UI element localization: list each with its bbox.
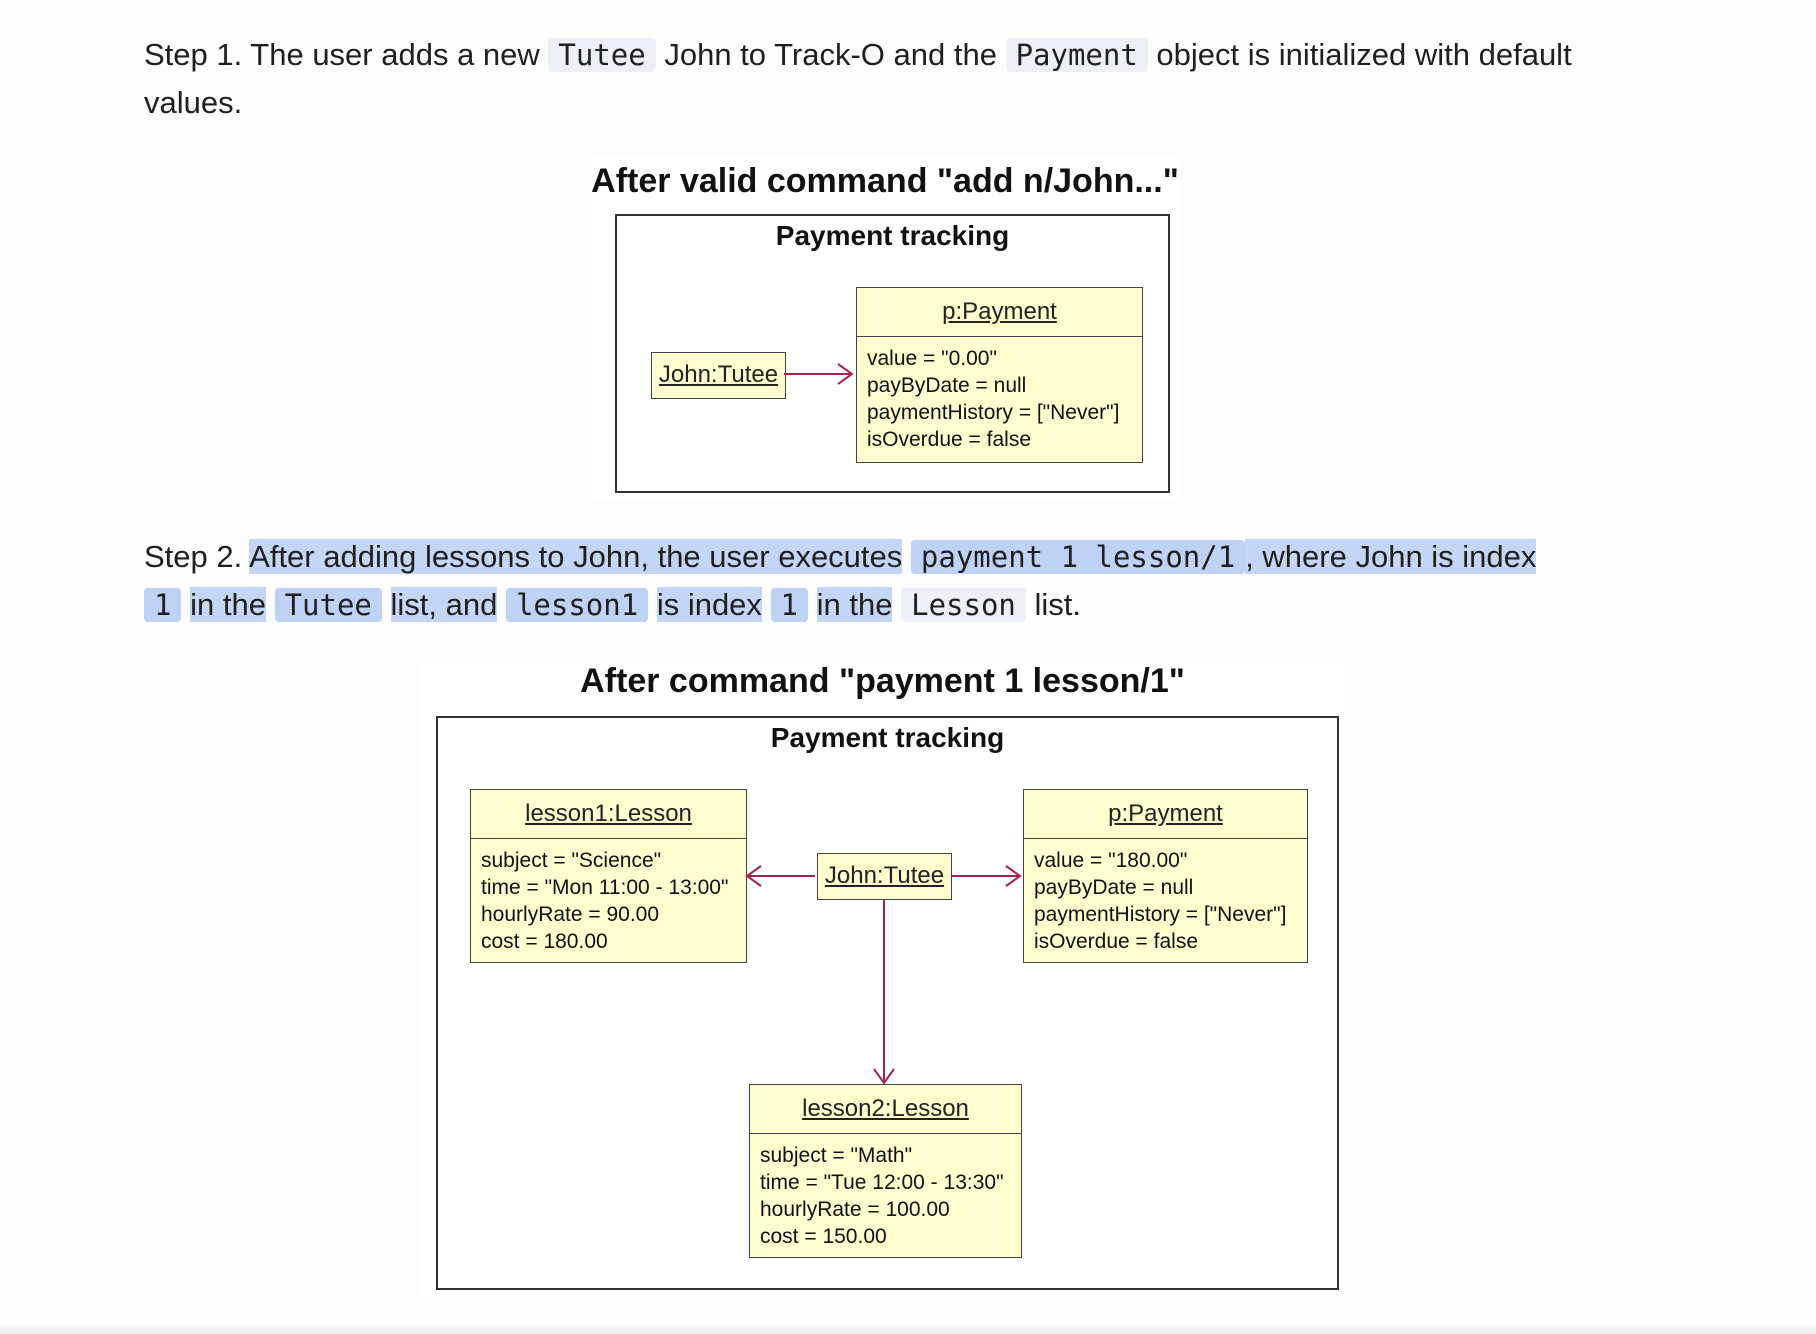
diagram-arrows-2 [745, 865, 1022, 1085]
attr-paybydate: payByDate = null [867, 374, 1027, 397]
step2-text-4: list, and [390, 587, 498, 622]
tutee-to-lesson2-arrow [873, 900, 895, 1085]
frame-title: Payment tracking [775, 220, 1010, 251]
step1-suffix: object is initialized with default value… [144, 37, 1572, 120]
attr-isoverdue: isOverdue = false [1034, 930, 1199, 953]
tutee-to-lesson1-arrow [745, 865, 815, 887]
diagram-title: After valid command "add n/John..." [591, 162, 1179, 200]
step1-prefix: Step 1. The user adds a new [144, 37, 540, 72]
lesson2-object-name: lesson2:Lesson [750, 1085, 1021, 1134]
diagram-payment-command: After command "payment 1 lesson/1" Payme… [420, 658, 1345, 1298]
code-index-1b: 1 [770, 588, 809, 622]
page-bottom-edge [0, 1324, 1816, 1334]
frame-title-2: Payment tracking [770, 722, 1005, 753]
attr-hourlyrate: hourlyRate = 100.00 [760, 1198, 950, 1221]
john-tutee-object: John:Tutee [651, 352, 786, 399]
payment-tracking-frame: Payment tracking John:Tutee p:Payment va… [615, 214, 1170, 493]
lesson2-attributes: subject = "Math" time = "Tue 12:00 - 13:3… [750, 1134, 1021, 1258]
lesson1-object: lesson1:Lesson subject = "Science" time =… [470, 789, 747, 963]
step2-text-1: After adding lessons to John, the user e… [249, 539, 903, 574]
tutee-to-payment-arrow [784, 363, 854, 385]
attr-cost: cost = 180.00 [481, 930, 608, 953]
step2-text-7: list. [1034, 587, 1082, 622]
payment-object-2: p:Payment value = "180.00" payByDate = nu… [1023, 789, 1308, 963]
diagram-title-2: After command "payment 1 lesson/1" [580, 662, 1185, 700]
attr-cost: cost = 150.00 [760, 1225, 887, 1248]
attr-paymenthistory: paymentHistory = ["Never"] [1034, 903, 1287, 926]
step2-text-2: , where John is index [1245, 539, 1537, 574]
payment-object-name: p:Payment [857, 288, 1142, 337]
diagram-arrows [784, 363, 854, 385]
attr-time: time = "Tue 12:00 - 13:30" [760, 1171, 1004, 1194]
step2-prefix: Step 2. [144, 539, 243, 574]
attr-subject: subject = "Math" [760, 1144, 913, 1167]
lesson1-object-name: lesson1:Lesson [471, 790, 746, 839]
attr-value: value = "0.00" [867, 347, 997, 370]
attr-subject: subject = "Science" [481, 849, 662, 872]
payment-attributes: value = "0.00" payByDate = null paymentHis… [857, 337, 1142, 461]
payment-object-name-2: p:Payment [1024, 790, 1307, 839]
attr-paybydate: payByDate = null [1034, 876, 1194, 899]
code-payment-command: payment 1 lesson/1 [910, 540, 1246, 574]
code-lesson: Lesson [901, 588, 1026, 622]
attr-value: value = "180.00" [1034, 849, 1188, 872]
code-tutee-2: Tutee [274, 588, 382, 622]
lesson1-attributes: subject = "Science" time = "Mon 11:00 - 1… [471, 839, 746, 963]
attr-isoverdue: isOverdue = false [867, 428, 1032, 451]
diagram-add-command: After valid command "add n/John..." Paym… [590, 156, 1180, 501]
tutee-to-payment-arrow [952, 865, 1022, 887]
code-index-1a: 1 [144, 588, 182, 622]
attr-time: time = "Mon 11:00 - 13:00" [481, 876, 729, 899]
step2-text-6: in the [816, 587, 893, 622]
step1-paragraph: Step 1. The user adds a new Tutee John t… [144, 31, 1674, 127]
code-tutee: Tutee [548, 38, 656, 72]
step2-paragraph: Step 2. After adding lessons to John, th… [144, 533, 1674, 629]
payment-tracking-frame-2: Payment tracking lesson1:Lesson subject … [436, 716, 1339, 1290]
attr-hourlyrate: hourlyRate = 90.00 [481, 903, 660, 926]
step2-text-5: is index [656, 587, 762, 622]
attr-paymenthistory: paymentHistory = ["Never"] [867, 401, 1120, 424]
code-payment: Payment [1005, 38, 1148, 72]
step2-text-3: in the [190, 587, 266, 622]
step1-mid: John to Track-O and the [664, 37, 997, 72]
payment-object: p:Payment value = "0.00" payByDate = null… [856, 287, 1143, 463]
payment-attributes-2: value = "180.00" payByDate = null paymentH… [1024, 839, 1307, 963]
lesson2-object: lesson2:Lesson subject = "Math" time = "T… [749, 1084, 1022, 1258]
john-tutee-object-2: John:Tutee [817, 853, 952, 900]
code-lesson1: lesson1 [505, 588, 649, 622]
